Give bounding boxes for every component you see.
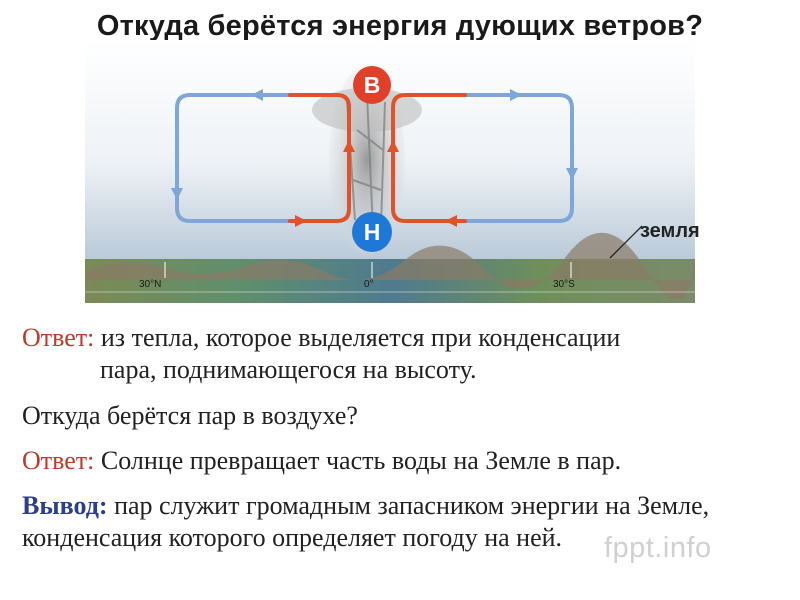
page-title: Откуда берётся энергия дующих ветров? <box>96 10 704 42</box>
conclusion-label: Вывод: <box>22 491 108 520</box>
lat-label-0: 0° <box>364 279 374 290</box>
low-pressure-label: Н <box>364 219 381 245</box>
watermark: fppt.info <box>604 532 712 564</box>
conclusion: Вывод: пар служит громадным запасником э… <box>22 490 782 554</box>
warm-flow-right <box>391 93 467 223</box>
earth-label: земля <box>640 220 700 242</box>
answer-1-line1: из тепла, которое выделяется при конденс… <box>94 323 621 352</box>
conclusion-text: пар служит громадным запасником энергии … <box>22 491 710 552</box>
answer-1-label: Ответ: <box>22 323 95 352</box>
wind-circulation-diagram: 30°N 0° 30°S В Н <box>85 40 695 303</box>
answer-2: Ответ: Солнце превращает часть воды на З… <box>22 445 782 477</box>
high-pressure-label: В <box>364 72 381 98</box>
cool-flow-left <box>175 93 292 223</box>
earth-pointer-line <box>609 225 643 259</box>
question-2: Откуда берётся пар в воздухе? <box>22 401 358 430</box>
lat-label-30s: 30°S <box>553 279 575 290</box>
lat-label-30n: 30°N <box>139 279 161 290</box>
warm-flow-left <box>288 93 351 223</box>
answer-2-label: Ответ: <box>22 446 95 475</box>
low-pressure-marker <box>352 212 392 252</box>
answer-1-line2: пара, поднимающегося на высоту. <box>100 355 477 384</box>
high-pressure-marker <box>353 66 391 104</box>
cool-flow-right <box>463 93 574 223</box>
answer-1: Ответ: из тепла, которое выделяется при … <box>22 322 782 386</box>
answer-2-text: Солнце превращает часть воды на Земле в … <box>94 446 622 475</box>
